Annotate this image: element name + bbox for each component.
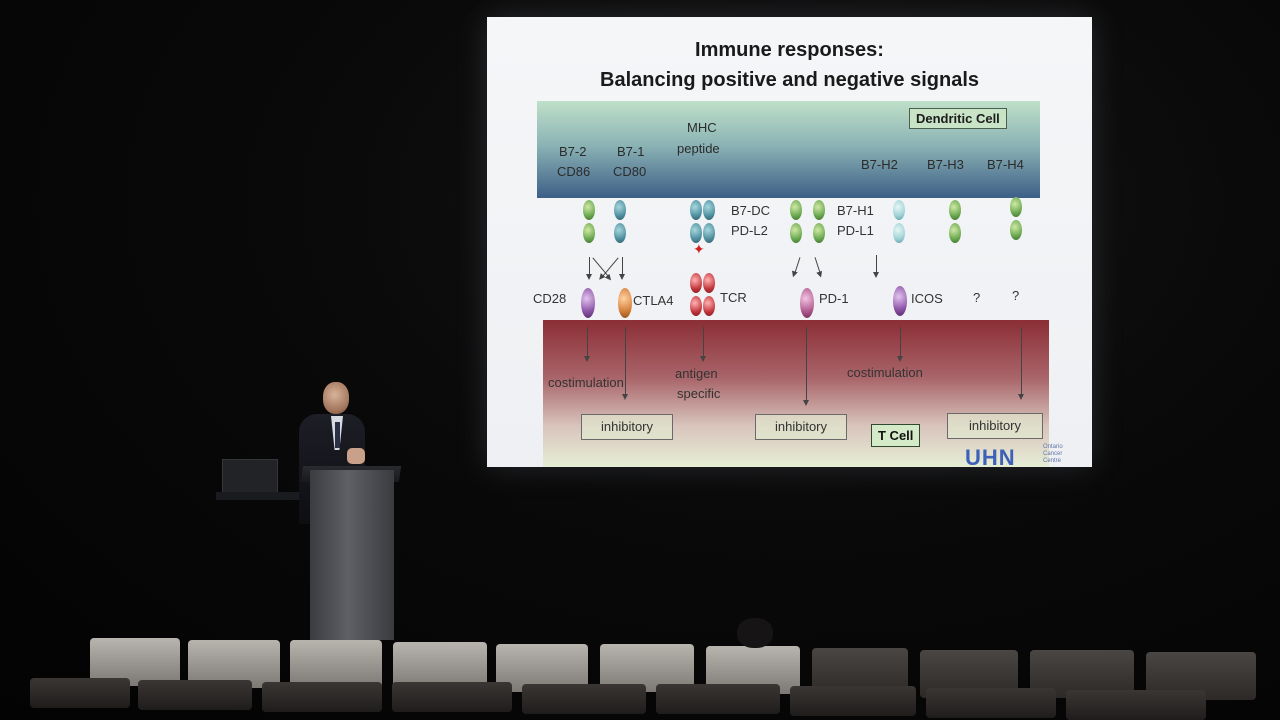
ligand-b72-label: B7-2 <box>559 144 587 159</box>
b72-molecule-icon <box>583 200 595 220</box>
ligand-peptide-label: peptide <box>677 141 720 156</box>
t-cell-membrane <box>543 320 1049 467</box>
b72-molecule-icon <box>583 223 595 243</box>
dendritic-cell-label: Dendritic Cell <box>909 108 1007 129</box>
projected-slide: Immune responses: Balancing positive and… <box>487 17 1092 467</box>
receptor-ctla4-label: CTLA4 <box>633 293 674 308</box>
receptor-icos-label: ICOS <box>911 291 943 306</box>
t-cell-label: T Cell <box>871 424 921 447</box>
receptor-pd1-label: PD-1 <box>819 291 849 306</box>
signal-arrow-icon <box>1018 327 1024 400</box>
signal-arrow-icon <box>700 327 706 362</box>
specific-label: specific <box>677 386 721 401</box>
tcr-receptor-icon <box>703 296 715 316</box>
ligand-b7h1-label: B7-H1 <box>837 203 874 218</box>
ctla4-receptor-icon <box>618 288 632 318</box>
ligand-cd80-label: CD80 <box>613 164 647 179</box>
mhc-molecule-icon <box>690 200 702 220</box>
receptor-unknown-label: ? <box>1012 288 1020 303</box>
costimulation-label: costimulation <box>847 365 923 380</box>
signal-arrow-icon <box>803 327 809 406</box>
mhc-molecule-icon <box>703 200 715 220</box>
seat <box>392 682 512 712</box>
uhn-logo: UHN <box>965 445 1016 467</box>
pd1-receptor-icon <box>800 288 814 318</box>
speaker-tie <box>335 422 340 448</box>
seat <box>656 684 780 714</box>
seat <box>138 680 252 710</box>
seat <box>1066 690 1206 720</box>
slide-title-line1: Immune responses: <box>695 39 884 61</box>
b7h2-molecule-icon <box>893 200 905 220</box>
b7h1-molecule-icon <box>813 200 825 220</box>
ligand-cd86-label: CD86 <box>557 164 591 179</box>
seat <box>262 682 382 712</box>
b71-molecule-icon <box>614 223 626 243</box>
tcr-receptor-icon <box>690 273 702 293</box>
binding-arrow-icon <box>602 257 619 277</box>
ligand-b7h3-label: B7-H3 <box>927 157 964 172</box>
seat <box>790 686 916 716</box>
speaker-hand <box>347 448 365 464</box>
laptop-base <box>216 492 302 500</box>
ligand-b71-label: B7-1 <box>617 144 645 159</box>
signal-arrow-icon <box>622 327 628 400</box>
peptide-star-icon: ✦ <box>693 241 705 257</box>
ligand-pdl2-label: PD-L2 <box>731 223 768 238</box>
b7h4-molecule-icon <box>1010 197 1022 217</box>
podium <box>310 470 394 640</box>
b7h3-molecule-icon <box>949 200 961 220</box>
signal-arrow-icon <box>584 327 590 362</box>
binding-arrow-icon <box>873 255 879 278</box>
receptor-unknown-label: ? <box>973 290 981 305</box>
binding-arrow-icon <box>586 257 592 280</box>
seat <box>30 678 130 708</box>
inhibitory-box: inhibitory <box>581 414 673 440</box>
binding-arrow-icon <box>619 257 625 280</box>
audience-seating <box>0 618 1280 720</box>
receptor-tcr-label: TCR <box>720 290 747 305</box>
ligand-mhc-label: MHC <box>687 120 717 135</box>
tcr-receptor-icon <box>703 273 715 293</box>
inhibitory-box: inhibitory <box>947 413 1043 439</box>
uhn-logo-subtext: Ontario Cancer Centre <box>1043 444 1063 464</box>
ligand-b7h2-label: B7-H2 <box>861 157 898 172</box>
seat <box>522 684 646 714</box>
ligand-pdl1-label: PD-L1 <box>837 223 874 238</box>
b7h2-molecule-icon <box>893 223 905 243</box>
signal-arrow-icon <box>897 327 903 362</box>
cd28-receptor-icon <box>581 288 595 318</box>
ligand-b7dc-label: B7-DC <box>731 203 771 218</box>
b7h1-molecule-icon <box>813 223 825 243</box>
ligand-b7h4-label: B7-H4 <box>987 157 1024 172</box>
b7dc-molecule-icon <box>790 223 802 243</box>
antigen-label: antigen <box>675 366 718 381</box>
receptor-cd28-label: CD28 <box>533 291 567 306</box>
binding-arrow-icon <box>794 257 801 273</box>
binding-arrow-icon <box>814 257 821 273</box>
mhc-molecule-icon <box>690 223 702 243</box>
seat <box>290 640 382 688</box>
slide-title-line2: Balancing positive and negative signals <box>600 69 979 91</box>
speaker-head <box>323 382 349 414</box>
inhibitory-box: inhibitory <box>755 414 847 440</box>
icos-receptor-icon <box>893 286 907 316</box>
tcr-receptor-icon <box>690 296 702 316</box>
b71-molecule-icon <box>614 200 626 220</box>
seat <box>926 688 1056 718</box>
b7dc-molecule-icon <box>790 200 802 220</box>
mhc-molecule-icon <box>703 223 715 243</box>
costimulation-label: costimulation <box>548 375 624 390</box>
b7h4-molecule-icon <box>1010 220 1022 240</box>
b7h3-molecule-icon <box>949 223 961 243</box>
audience-member-head <box>737 618 773 648</box>
